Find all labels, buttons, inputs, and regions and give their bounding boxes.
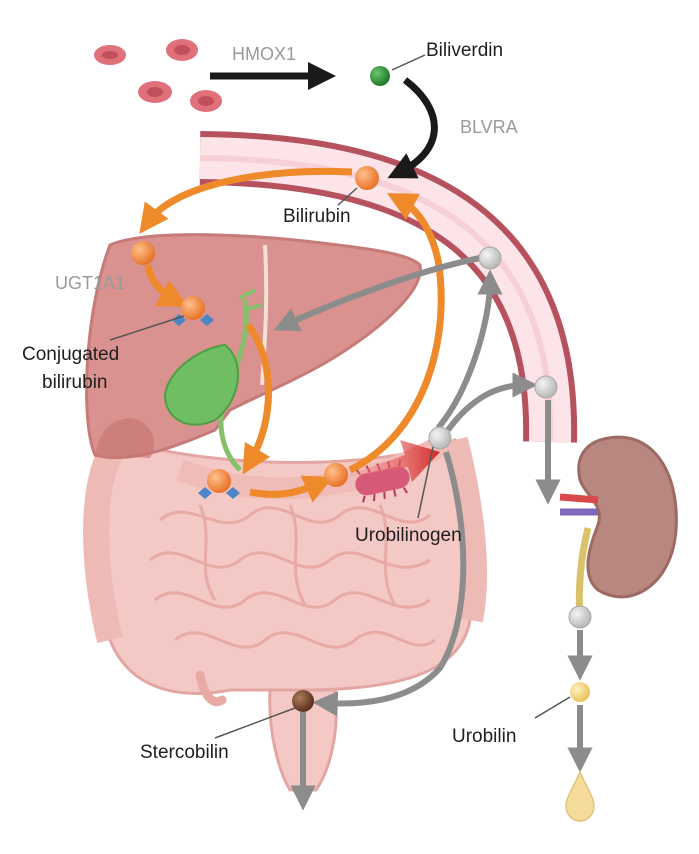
ugt1a1-label: UGT1A1	[55, 273, 125, 293]
gallbladder-icon	[163, 288, 263, 472]
urobilinogen-conversion-arrow	[340, 440, 440, 482]
urobilinogen-label: Urobilinogen	[355, 525, 462, 546]
stercobilin-molecule	[292, 690, 314, 712]
blood-vessel-icon	[199, 131, 578, 443]
conjugated-bilirubin-label-line2: bilirubin	[42, 372, 107, 393]
leader-lines	[109, 54, 571, 739]
bilirubin-label: Bilirubin	[283, 206, 351, 227]
kidney-icon	[559, 435, 678, 626]
grey-arrows	[273, 255, 593, 811]
conjugated-bilirubin-label-line1: Conjugated	[22, 344, 119, 365]
stercobilin-label: Stercobilin	[140, 742, 229, 763]
biliverdin-label: Biliverdin	[426, 40, 503, 61]
black-arrows	[210, 62, 438, 179]
urobilin-label: Urobilin	[452, 726, 516, 747]
urine-drop-icon	[565, 770, 595, 822]
bilirubin-molecule	[131, 166, 379, 487]
blvra-label: BLVRA	[460, 117, 518, 137]
liver-icon	[85, 233, 422, 460]
red-blood-cell-icon	[94, 39, 222, 112]
hmox1-label: HMOX1	[232, 44, 296, 64]
orange-arrows	[139, 167, 445, 503]
urobilin-molecule	[570, 682, 590, 702]
urobilinogen-molecule	[428, 246, 592, 629]
biliverdin-molecule	[370, 66, 390, 86]
